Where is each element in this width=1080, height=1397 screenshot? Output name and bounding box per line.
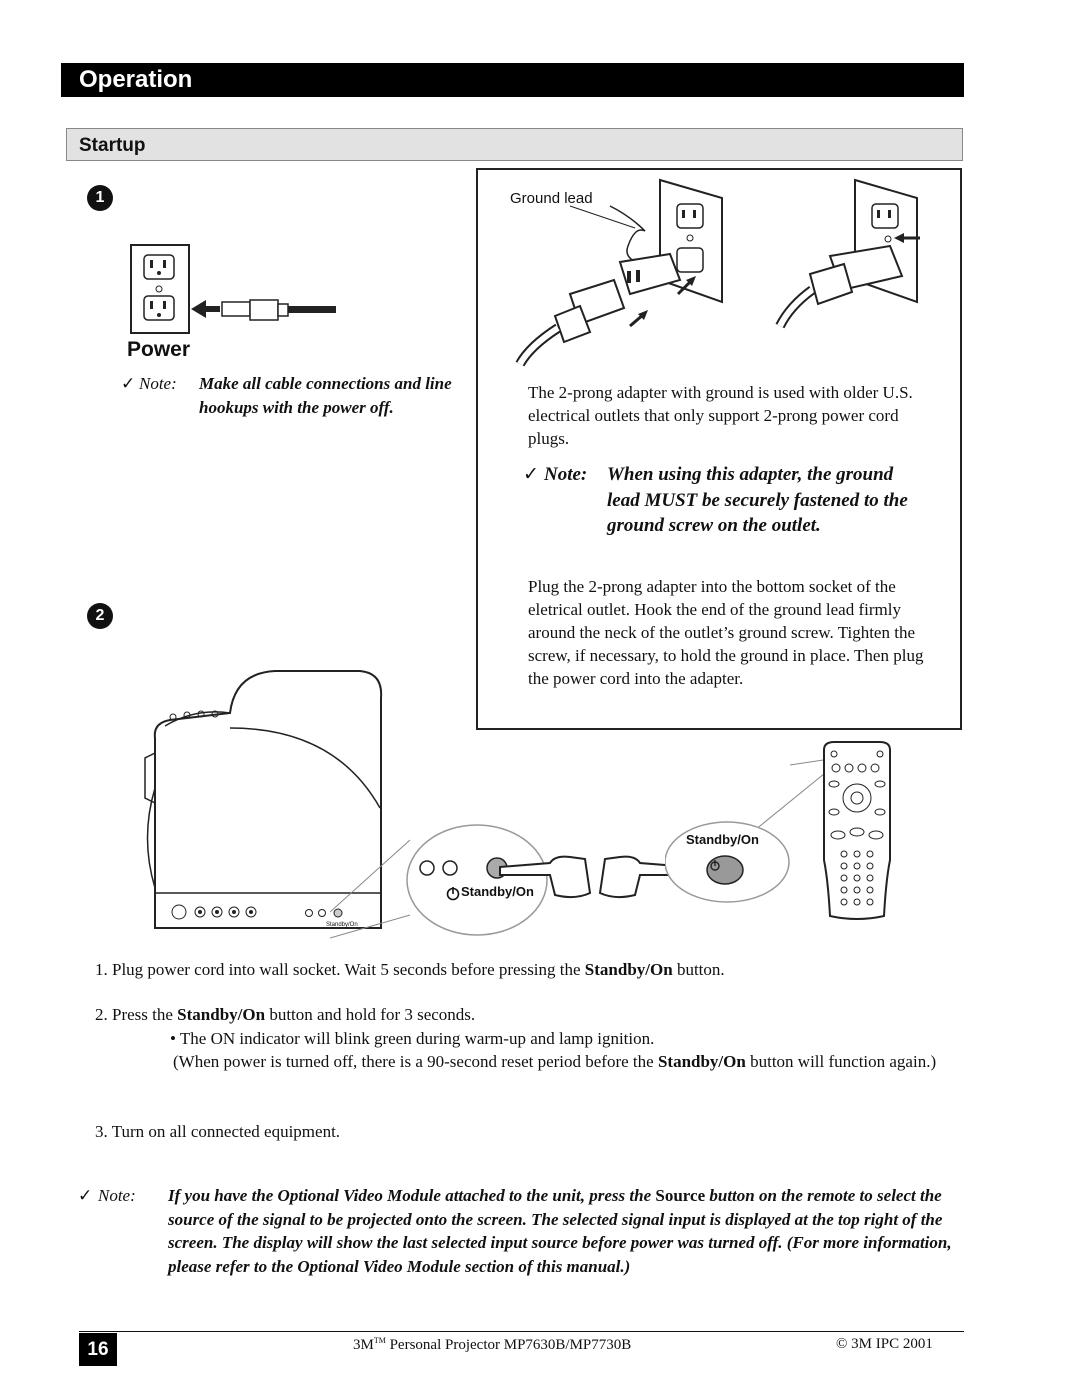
adapter-illustration [515, 178, 920, 367]
adapter-info-box [476, 168, 962, 730]
page-number: 16 [79, 1333, 117, 1366]
section-title: Operation [79, 66, 193, 93]
step-1-text: 1. Plug power cord into wall socket. Wai… [95, 960, 725, 979]
check-icon: ✓ [121, 374, 136, 393]
step-1-marker: 1 [87, 185, 113, 211]
note-adapter: ✓ Note: When using this adapter, the gro… [523, 462, 913, 539]
note-label: Note: [544, 464, 588, 485]
section-title-bar: Operation [61, 63, 964, 97]
note-power: ✓ Note: Make all cable connections and l… [121, 372, 466, 420]
step-2-bullet: • The ON indicator will blink green duri… [170, 1029, 655, 1048]
source-button-ref: Source [655, 1186, 706, 1205]
footer-copyright: © 3M IPC 2001 [836, 1336, 933, 1352]
note-label: Note: [98, 1186, 136, 1205]
step-2-paren: (When power is turned off, there is a 90… [173, 1052, 937, 1071]
step-2-text: 2. Press the Standby/On button and hold … [95, 1005, 476, 1024]
note-text: If you have the Optional Video Module at… [168, 1186, 952, 1276]
projector-illustration [144, 670, 383, 929]
standby-button-ref: Standby/On [584, 960, 673, 979]
subsection-title-bar: Startup [66, 128, 963, 161]
note-text: Make all cable connections and line hook… [199, 374, 452, 417]
check-icon: ✓ [78, 1186, 93, 1205]
check-icon: ✓ [523, 464, 539, 485]
standby-small-label: Standby/On [326, 922, 358, 928]
standby-panel-label: Standby/On [461, 884, 534, 899]
step-2-marker: 2 [87, 603, 113, 629]
remote-control-illustration [823, 741, 891, 920]
panel-zoom [406, 824, 548, 936]
note-text: When using this adapter, the ground lead… [607, 464, 908, 536]
remote-zoom [665, 821, 790, 903]
power-heading: Power [127, 338, 191, 361]
standby-button-ref: Standby/On [657, 1052, 746, 1071]
note-video-module: ✓ Note: If you have the Optional Video M… [78, 1184, 968, 1278]
plug-instructions: Plug the 2-prong adapter into the bottom… [528, 577, 924, 688]
step-3-text: 3. Turn on all connected equipment. [95, 1122, 341, 1141]
power-icon [446, 887, 460, 901]
standby-remote-label: Standby/On [686, 832, 759, 847]
standby-button-ref: Standby/On [177, 1005, 266, 1024]
note-label: Note: [139, 374, 177, 393]
footer-rule [79, 1331, 964, 1332]
ground-lead-label: Ground lead [510, 190, 593, 207]
subsection-title: Startup [79, 135, 146, 156]
outlet-plug-illustration [130, 244, 336, 334]
footer-product: 3MTM Personal Projector MP7630B/MP7730B [353, 1336, 632, 1353]
adapter-description: The 2-prong adapter with ground is used … [528, 383, 913, 448]
